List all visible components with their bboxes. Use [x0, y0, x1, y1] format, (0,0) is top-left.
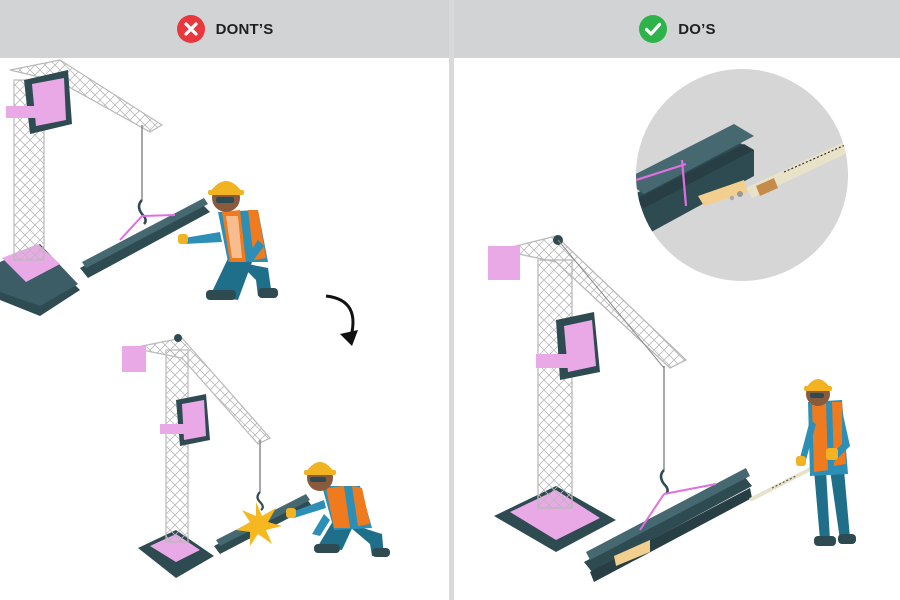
dos-panel: DO’S	[454, 0, 900, 600]
dos-header: DO’S	[454, 0, 900, 58]
crane-bottom	[122, 334, 271, 578]
worker-kneeling-bottom	[286, 462, 390, 557]
donts-panel: DONT’S	[0, 0, 449, 600]
steel-beam-top	[80, 198, 210, 278]
dos-label: DO’S	[678, 20, 716, 38]
worker-kneeling-top	[178, 181, 278, 300]
x-circle-icon	[176, 14, 206, 44]
spark-icon	[236, 502, 282, 546]
worker-standing	[796, 379, 856, 546]
check-circle-icon	[638, 14, 668, 44]
zoom-detail	[636, 69, 848, 281]
donts-illustration	[0, 59, 390, 578]
donts-header: DONT’S	[0, 0, 449, 58]
dos-illustration	[488, 69, 856, 582]
steel-beam-right	[584, 468, 752, 582]
arrow-down-icon	[325, 294, 358, 346]
donts-label: DONT’S	[215, 20, 274, 38]
crane-right	[488, 235, 688, 552]
crane-top	[0, 59, 164, 316]
panel-divider	[449, 0, 454, 600]
